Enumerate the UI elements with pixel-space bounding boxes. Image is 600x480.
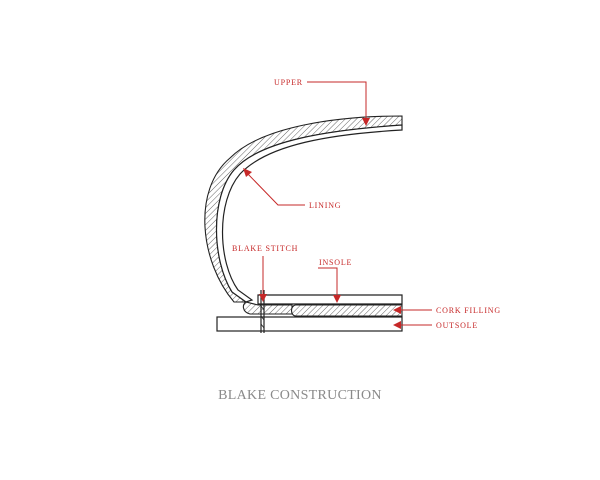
outsole-label: OUTSOLE — [436, 321, 478, 330]
upper-arrowhead — [362, 118, 370, 126]
outsole-shape — [216, 316, 403, 332]
callout-blake-stitch: BLAKE STITCH — [232, 244, 298, 302]
callout-lining: LINING — [243, 168, 341, 210]
upper-label: UPPER — [274, 78, 303, 87]
callout-cork-filling: CORK FILLING — [393, 306, 501, 315]
insole-shape — [257, 294, 403, 305]
lining-arrowhead — [243, 168, 252, 177]
lining-shape — [215, 124, 403, 303]
upper-leader-line — [307, 81, 367, 121]
cork-filling-label: CORK FILLING — [436, 306, 501, 315]
upper-shape — [204, 115, 403, 303]
lining-leader-line — [245, 171, 305, 206]
diagram-title: BLAKE CONSTRUCTION — [218, 388, 382, 403]
insole-label: INSOLE — [319, 258, 352, 267]
cork-filling-shape — [290, 304, 403, 317]
callout-outsole: OUTSOLE — [393, 321, 478, 330]
insole-leader-line — [318, 267, 338, 298]
blake-stitch-arrowhead — [259, 294, 267, 302]
lining-label: LINING — [309, 201, 341, 210]
insole-arrowhead — [333, 295, 341, 303]
blake-stitch-label: BLAKE STITCH — [232, 244, 298, 253]
callout-upper: UPPER — [274, 78, 370, 126]
cork-filling-arrowhead — [393, 306, 401, 314]
outsole-arrowhead — [393, 321, 401, 329]
callout-insole: INSOLE — [318, 258, 352, 303]
